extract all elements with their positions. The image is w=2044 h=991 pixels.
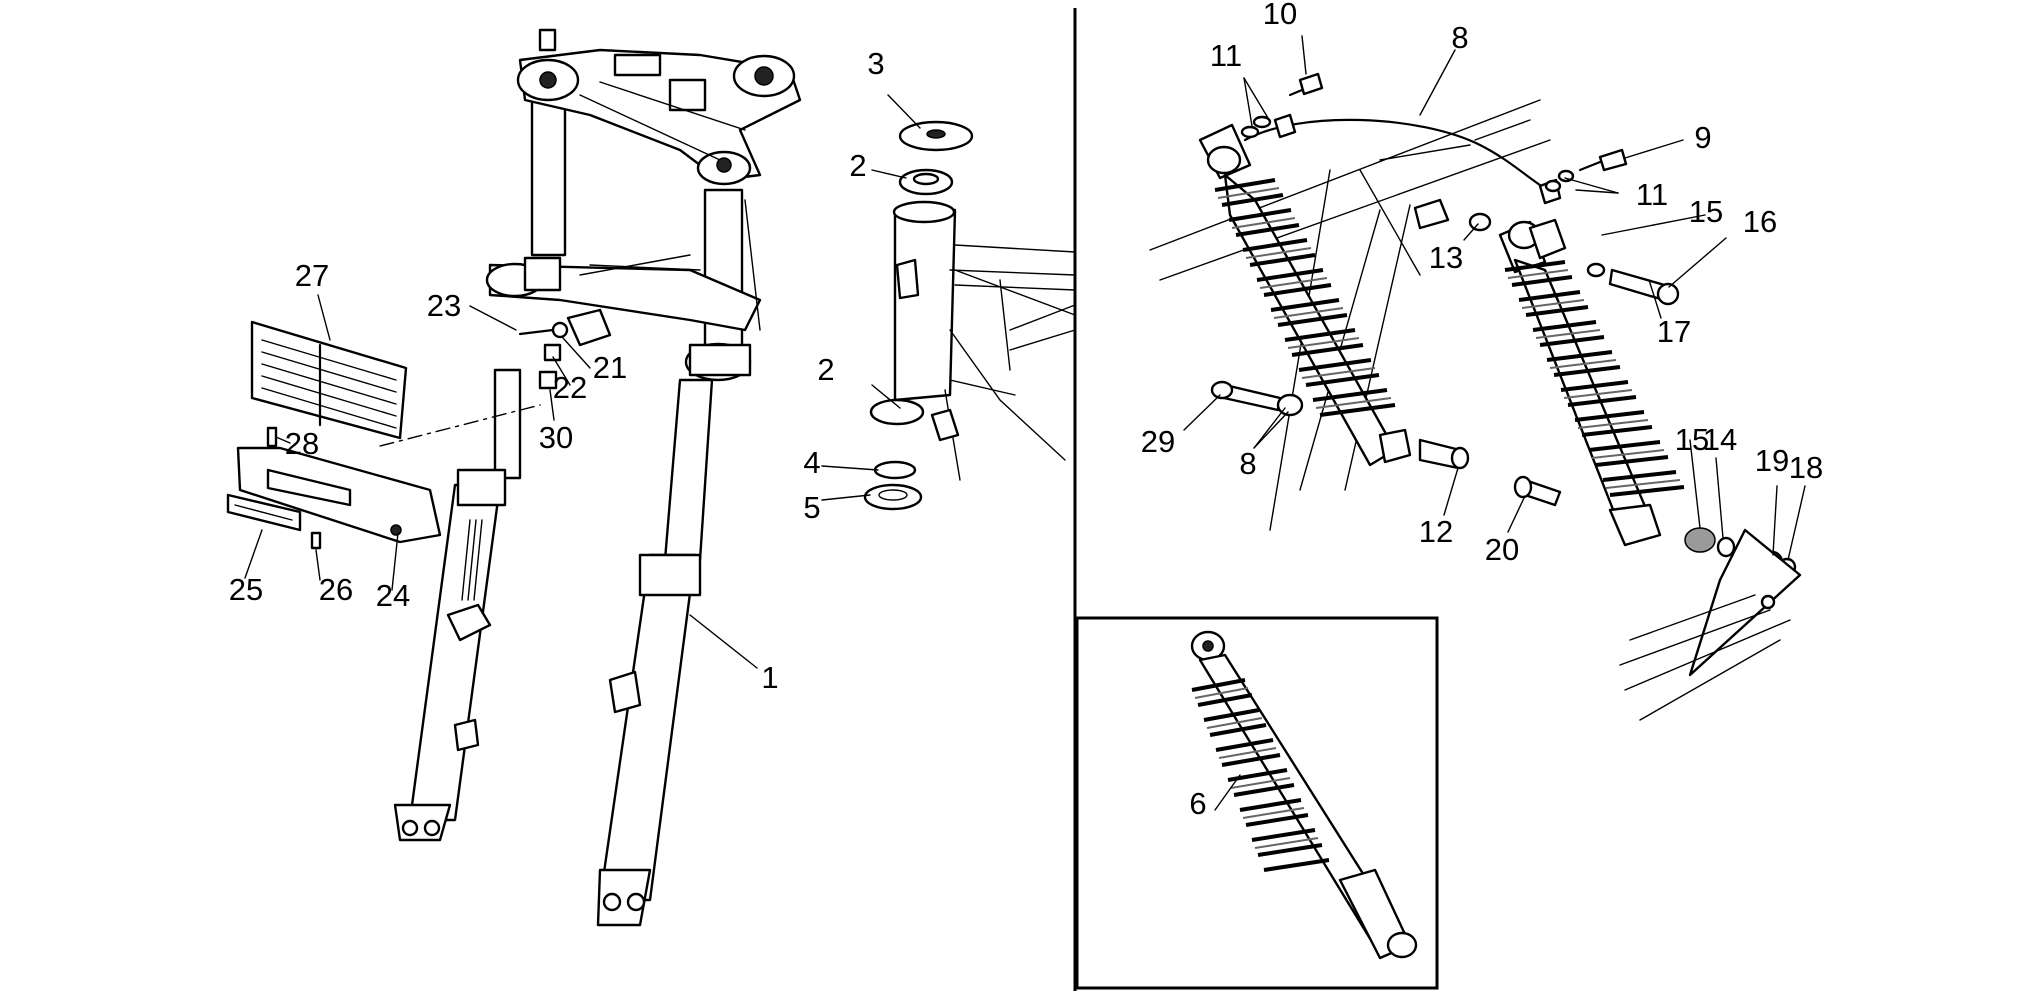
callout-17: 17	[1657, 314, 1691, 349]
callout-22: 22	[553, 370, 587, 405]
callout-20: 20	[1485, 532, 1519, 567]
callout-23: 23	[427, 288, 461, 323]
callout-9: 9	[1694, 120, 1711, 155]
callout-14: 14	[1703, 422, 1737, 457]
callout-11b: 11	[1636, 177, 1668, 212]
callout-1: 1	[761, 660, 778, 695]
callout-25: 25	[229, 572, 263, 607]
callout-3: 3	[867, 46, 884, 81]
leader-lines	[244, 35, 1806, 811]
callout-2a: 2	[849, 148, 866, 183]
callout-26: 26	[319, 572, 353, 607]
callout-12: 12	[1419, 514, 1453, 549]
callout-labels: 1 2 2 3 4 5 6 8 8 9 10 11 11 12 13 14 15…	[229, 0, 1823, 821]
detail-shock-6	[1190, 630, 1418, 960]
rear-shock-assembly	[1149, 72, 1802, 721]
callout-28: 28	[285, 426, 319, 461]
callout-27: 27	[295, 258, 329, 293]
steering-head-assembly	[863, 120, 1076, 511]
callout-2b: 2	[817, 352, 834, 387]
callout-19: 19	[1755, 443, 1789, 478]
callout-6: 6	[1189, 786, 1206, 821]
detail-inset-box	[1075, 616, 1439, 990]
callout-4: 4	[803, 445, 820, 480]
callout-11a: 11	[1210, 38, 1242, 73]
callout-21: 21	[593, 350, 627, 385]
front-grille-assembly	[226, 320, 541, 550]
callout-30: 30	[539, 420, 573, 455]
callout-8b: 8	[1239, 446, 1256, 481]
callout-8a: 8	[1451, 20, 1468, 55]
callout-24: 24	[376, 578, 410, 613]
callout-10: 10	[1263, 0, 1297, 31]
callout-15b: 15	[1675, 422, 1709, 457]
callout-15a: 15	[1689, 194, 1723, 229]
front-fork-assembly	[393, 28, 802, 927]
callout-16: 16	[1743, 204, 1777, 239]
callout-13: 13	[1429, 240, 1463, 275]
callout-18: 18	[1789, 450, 1823, 485]
callout-5: 5	[803, 490, 820, 525]
callout-29: 29	[1141, 424, 1175, 459]
